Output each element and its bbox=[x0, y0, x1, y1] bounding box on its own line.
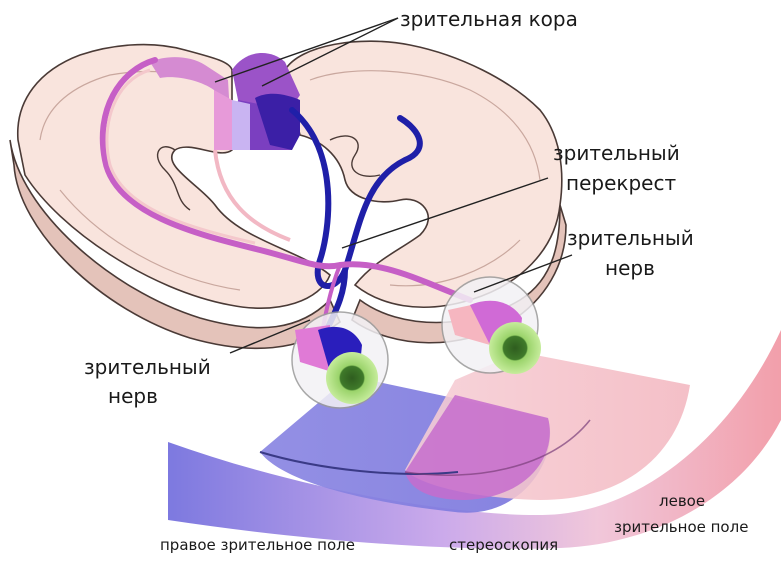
left-visual-field-label-line1: левое bbox=[659, 492, 705, 510]
right-optic-nerve-label-line1: зрительный bbox=[84, 355, 211, 379]
optic-chiasm-label-line2: перекрест bbox=[566, 171, 676, 195]
stereoscopy-label: стереоскопия bbox=[449, 536, 558, 554]
left-visual-field-label-line2: зрительное поле bbox=[614, 518, 748, 536]
right-eye-iris-icon bbox=[326, 352, 378, 404]
visual-cortex-label: зрительная кора bbox=[400, 7, 578, 31]
right-optic-nerve-label-line2: нерв bbox=[108, 384, 158, 408]
right-eye bbox=[292, 312, 388, 408]
left-optic-nerve-label-line2: нерв bbox=[605, 256, 655, 280]
optic-chiasm-label-line1: зрительный bbox=[553, 141, 680, 165]
right-visual-field-label: правое зрительное поле bbox=[160, 536, 355, 554]
left-eye-iris-icon bbox=[489, 322, 541, 374]
left-eye bbox=[442, 277, 541, 374]
left-optic-nerve-label-line1: зрительный bbox=[567, 226, 694, 250]
